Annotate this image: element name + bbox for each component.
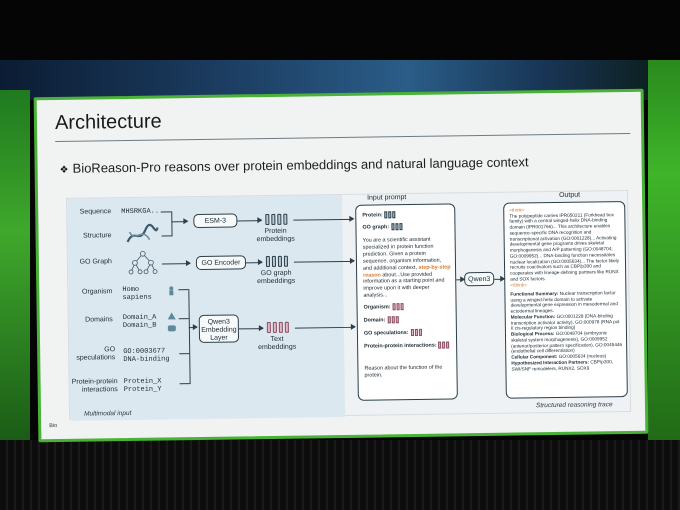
stage-screen-right — [648, 60, 680, 440]
label-ppi: Protein-protein interactions — [71, 378, 118, 394]
biological-process-label: Biological Process: — [510, 331, 555, 337]
functional-summary-label: Functional Summary: — [510, 290, 559, 297]
stage-led-floor — [0, 440, 680, 510]
slide-subtitle: ❖BioReason-Pro reasons over protein embe… — [60, 154, 529, 176]
prompt-instructions: You are a scientific assistant specializ… — [363, 236, 452, 299]
prompt-organism-line: Organism: — [364, 302, 454, 311]
arrow-to-output — [494, 278, 505, 280]
go-graph-tree-icon — [128, 250, 158, 275]
molecular-function-label: Molecular Function: — [510, 313, 556, 320]
title-divider — [55, 132, 631, 142]
prompt-protein-label: Protein: — [362, 212, 383, 219]
arrow-to-esm — [171, 221, 188, 223]
mini-embedding-icon — [410, 328, 422, 337]
arrow-to-qwen-embed — [188, 327, 197, 329]
mini-embedding-icon — [384, 211, 396, 219]
connector — [179, 383, 190, 385]
arrow-to-qwen3 — [456, 279, 465, 281]
label-go-graph: GO Graph — [79, 258, 112, 266]
prompt-domain-label: Domain: — [363, 317, 386, 324]
connector — [161, 211, 172, 213]
label-domains: Domains — [85, 316, 113, 324]
cellular-component-label: Cellular Component: — [511, 354, 558, 360]
mini-embedding-icon — [391, 223, 403, 231]
think-body: The polypeptide carries IPR050211 (Forkh… — [509, 211, 620, 282]
organism-icon — [169, 286, 174, 296]
output-caption: Structured reasoning trace — [535, 401, 613, 410]
label-sequence: Sequence — [79, 208, 112, 216]
domain-icon — [167, 312, 176, 320]
go-embeddings-caption: GO graph embeddings — [257, 269, 296, 286]
label-go-speculations: GO speculations — [76, 346, 116, 362]
mini-embedding-icon — [392, 303, 404, 311]
prompt-go-line: GO graph: — [362, 222, 452, 231]
protein-embedding-bars — [265, 213, 288, 226]
domains-value: Domain_A Domain_B — [122, 313, 157, 331]
connector — [179, 353, 190, 355]
protein-structure-icon — [126, 223, 159, 243]
output-title: Output — [558, 191, 581, 199]
text-embedding-bars — [266, 321, 289, 334]
output-summary-block: Functional Summary: Nuclear transcriptio… — [510, 290, 623, 372]
think-open-tag: <think> — [509, 207, 525, 213]
label-organism: Organism — [81, 288, 113, 296]
output-panel: <think> The polypeptide carries IPR05021… — [503, 201, 628, 399]
protein-embeddings-caption: Protein embeddings — [256, 227, 295, 244]
prompt-go-spec-line: GO speculations: — [364, 328, 454, 337]
esm3-box: ESM-3 — [193, 213, 238, 229]
go-embedding-bars — [265, 255, 289, 268]
prompt-reason-line: Reason about the function of the protein… — [364, 364, 443, 379]
input-prompt-panel: Protein: GO graph: You are a scientific … — [355, 203, 458, 401]
mini-embedding-icon — [438, 341, 450, 349]
connector — [161, 235, 172, 237]
diamond-bullet-icon: ❖ — [59, 164, 69, 176]
arrow-to-go-emb — [245, 262, 262, 264]
cellular-component: GO:0005634 (nucleus) — [558, 353, 607, 360]
domain-b-icon — [167, 325, 176, 332]
prompt-ppi-label: Protein-protein interactions: — [364, 342, 437, 350]
output-think-block: <think> The polypeptide carries IPR05021… — [509, 206, 622, 288]
go-encoder-box: GO Encoder — [195, 255, 247, 271]
ppi-value: Protein_X Protein_Y — [123, 377, 162, 395]
qwen3-embedding-box: Qwen3 Embedding Layer — [198, 314, 240, 343]
label-structure: Structure — [83, 232, 112, 240]
presentation-slide: Architecture ❖BioReason-Pro reasons over… — [33, 88, 649, 443]
sequence-value: MHSRKGA... — [121, 207, 164, 217]
arrow-to-go-encoder — [161, 263, 190, 265]
stage-screen-left — [0, 90, 30, 445]
architecture-diagram: Sequence Structure GO Graph Organism Dom… — [66, 189, 632, 421]
qwen3-box: Qwen3 — [464, 271, 495, 287]
prompt-ppi-line: Protein-protein interactions: — [364, 341, 454, 350]
arrow-to-protein-emb — [237, 220, 262, 222]
mini-embedding-icon — [387, 316, 399, 324]
prompt-go-spec-label: GO speculations: — [363, 329, 409, 337]
prompt-go-label: GO graph: — [362, 224, 390, 231]
subtitle-text: BioReason-Pro reasons over protein embed… — [72, 154, 529, 176]
prompt-protein-line: Protein: — [362, 210, 452, 219]
organism-value: Homo sapiens — [122, 285, 152, 303]
arrow-to-text-emb — [238, 328, 263, 330]
slide-footer: Bio — [49, 422, 58, 430]
connector — [178, 318, 189, 320]
slide-title: Architecture — [54, 110, 162, 134]
connector — [178, 289, 189, 291]
input-prompt-title: Input prompt — [367, 194, 407, 202]
multimodal-input-caption: Multimodal input — [84, 409, 132, 418]
prompt-domain-line: Domain: — [364, 315, 454, 324]
think-close-tag: </think> — [510, 281, 528, 288]
go-speculations-value: GO:0003677 DNA-binding — [123, 347, 170, 365]
prompt-organism-label: Organism: — [363, 304, 391, 311]
text-embeddings-caption: Text embeddings — [258, 335, 297, 352]
